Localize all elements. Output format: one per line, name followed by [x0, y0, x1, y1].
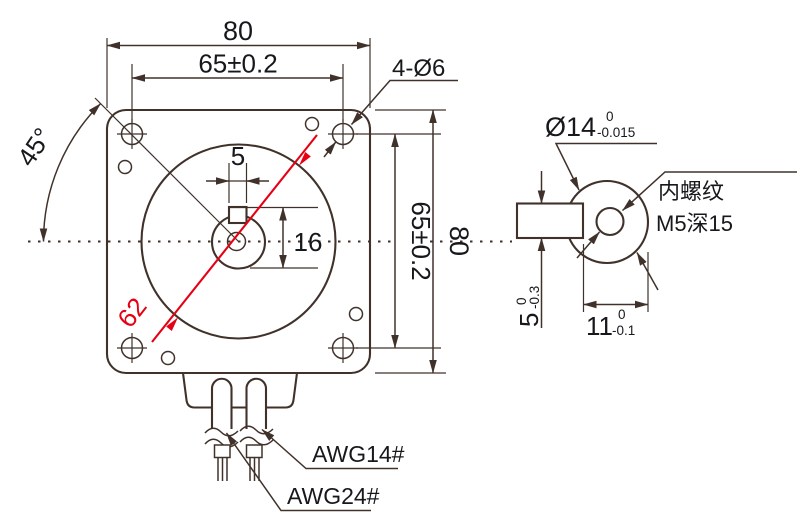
- shaft-flat-section: [515, 202, 585, 240]
- dim-hole-pitch-h: 65±0.2: [131, 49, 344, 122]
- diagonal-construction-line: [94, 97, 239, 242]
- dim-keyway-width: 5: [206, 141, 269, 203]
- dim-keyway-width-text: 5: [231, 141, 245, 171]
- connector-and-wires: AWG14# AWG24#: [181, 371, 405, 512]
- angle-arc: [39, 103, 102, 242]
- thread-callout: 内螺纹 M5深15: [576, 171, 797, 259]
- mounting-holes: [117, 119, 358, 363]
- mount-hole-callout: 4-Ø6: [323, 55, 458, 158]
- dim-overall-height-text: 80: [444, 226, 474, 256]
- dim-overall-width: 80: [106, 16, 371, 108]
- angle-dimension: 45°: [11, 122, 58, 171]
- dim-shaft-offset-text: 16: [294, 227, 323, 257]
- thread-label-line1: 内螺纹: [658, 179, 724, 204]
- dim-overall-height: 80: [375, 109, 474, 374]
- label-signal-wire: AWG24#: [225, 432, 380, 512]
- dim-flat-depth: 5 0 -0.3: [514, 171, 546, 328]
- cable-left: [210, 377, 233, 429]
- cable-right: [245, 377, 268, 429]
- mount-hole-callout-text: 4-Ø6: [392, 55, 445, 82]
- dim-flat-width-text: 11: [586, 311, 613, 341]
- shaft-view: Ø14 0 -0.015 内螺纹 M5深15 5 0 -0.3 11 0: [514, 109, 797, 341]
- wire-bundle-right: [245, 444, 263, 459]
- dim-flat-depth-text: 5: [514, 313, 544, 327]
- dim-shaft-offset: 16: [228, 206, 323, 269]
- dim-flat-depth-tol-lower: -0.3: [527, 286, 542, 309]
- label-power-wire: AWG14#: [261, 428, 405, 470]
- dim-flat-width-tol-upper: 0: [618, 307, 626, 322]
- dim-shaft-dia-tol-upper: 0: [606, 109, 614, 124]
- thread-label-line2: M5深15: [656, 211, 733, 236]
- label-power-wire-text: AWG14#: [312, 441, 405, 467]
- dim-flat-width-tol-lower: -0.1: [612, 323, 635, 338]
- dim-flat-depth-tol-upper: 0: [514, 297, 529, 305]
- dim-shaft-dia: Ø14 0 -0.015: [545, 109, 659, 291]
- pilot-circle: [140, 143, 337, 340]
- wire-strands: [217, 457, 260, 481]
- shaft-center-hole: [226, 231, 247, 252]
- front-view: 45° 80 65±0.2 4-Ø6 65±0.2: [11, 16, 512, 375]
- dim-shaft-dia-tol-lower: -0.015: [597, 125, 635, 140]
- thread-hole-circle: [595, 206, 625, 237]
- keyway-square: [227, 205, 248, 225]
- dim-overall-width-text: 80: [223, 16, 253, 46]
- dim-shaft-dia-text: Ø14: [545, 112, 596, 142]
- label-signal-wire-text: AWG24#: [287, 483, 380, 509]
- dim-hole-pitch-h-text: 65±0.2: [198, 49, 277, 79]
- wire-bundle-left: [213, 444, 231, 459]
- dim-flat-width: 11 0 -0.1: [582, 244, 649, 341]
- dim-hole-pitch-v-text: 65±0.2: [406, 201, 436, 280]
- cover-screw-holes: [117, 116, 364, 366]
- connector-housing: [181, 371, 299, 409]
